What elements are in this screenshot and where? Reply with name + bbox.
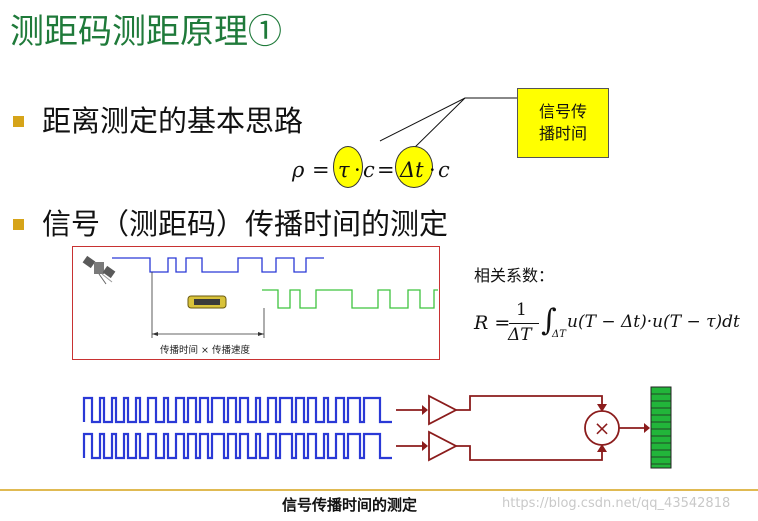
multiply-symbol: ×	[594, 416, 611, 440]
fraction-bar	[509, 323, 539, 324]
code-waveform-top	[82, 396, 392, 424]
interval-caption: 传播时间 × 传播速度	[160, 344, 250, 356]
equation-c-1: c	[363, 158, 375, 182]
equation-equals-2: =	[377, 158, 395, 182]
receiver-icon	[187, 295, 227, 309]
code-waveform-bottom	[82, 432, 392, 460]
bullet-propagation-time: 信号（测距码）传播时间的测定	[42, 207, 449, 241]
correlation-numerator: 1	[516, 300, 527, 320]
tau-highlight	[333, 146, 363, 188]
integral-subscript: ΔT	[552, 329, 566, 340]
bullet-distance-idea: 距离测定的基本思路	[42, 104, 304, 138]
equation-dot-1: ·	[354, 158, 361, 182]
signal-illustration: 传播时间 × 传播速度	[72, 246, 440, 360]
amplifier-bottom	[428, 430, 458, 462]
equation-delta-t: Δt	[400, 158, 424, 182]
correlation-output-meter	[650, 386, 672, 469]
equation-tau: τ	[338, 158, 350, 182]
bullet-marker	[13, 116, 24, 127]
equation-equals-1: =	[312, 158, 330, 182]
amplifier-top	[428, 394, 458, 426]
equation-c-2: c	[438, 158, 450, 182]
equation-rho: ρ	[292, 158, 305, 182]
delta-t-highlight	[395, 146, 433, 188]
bullet-marker	[13, 219, 24, 230]
correlation-integrand: u(T − Δt)·u(T − τ)dt	[567, 312, 740, 332]
source-watermark: https://blog.csdn.net/qq_43542818	[502, 496, 731, 511]
figure-caption: 信号传播时间的测定	[282, 496, 418, 514]
integral-sign: ∫	[541, 303, 557, 338]
received-code-waveform	[262, 289, 438, 309]
callout-line-1: 信号传	[538, 102, 587, 121]
callout-line-2: 播时间	[538, 124, 587, 143]
correlation-label: 相关系数：	[474, 266, 555, 285]
transmitted-code-waveform	[112, 257, 324, 273]
satellite-icon	[82, 255, 116, 285]
correlation-denominator: ΔT	[508, 325, 532, 345]
callout-signal-propagation-time: 信号传 播时间	[517, 88, 609, 158]
equation-dot-2: ·	[429, 158, 436, 182]
slide-title: 测距码测距原理①	[10, 12, 282, 52]
correlation-lhs: R =	[474, 312, 511, 334]
